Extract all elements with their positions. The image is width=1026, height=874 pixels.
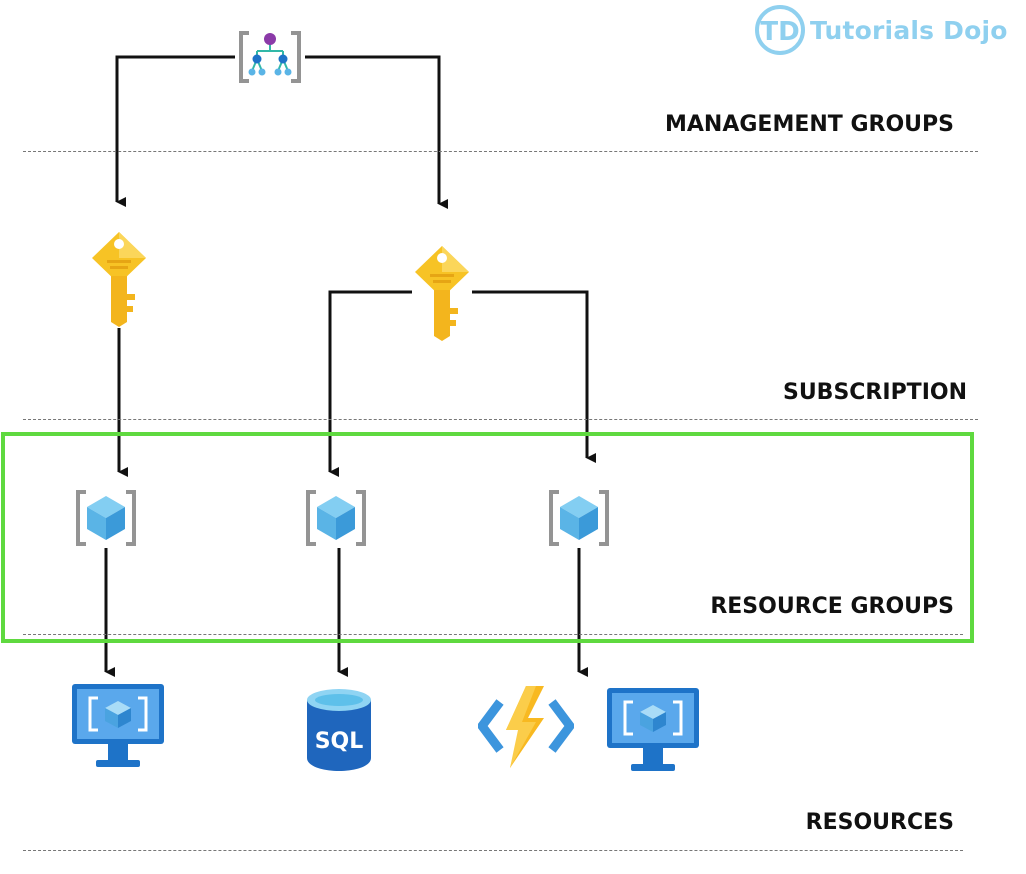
brand-name: Tutorials Dojo — [810, 15, 1008, 45]
tier-label-resources: RESOURCES — [805, 810, 954, 835]
resource-group-icon — [76, 490, 136, 546]
function-app-icon — [478, 686, 574, 768]
tier-label-subscription: SUBSCRIPTION — [782, 380, 967, 405]
connector-mg-to-sub1 — [115, 55, 235, 207]
divider-resources — [23, 850, 963, 851]
connector-sub2-to-rg3 — [472, 290, 596, 463]
brand-badge-icon: TD — [755, 5, 805, 55]
connector-mg-to-sub2 — [305, 55, 448, 209]
resource-group-icon — [549, 490, 609, 546]
resource-groups-frame — [1, 432, 974, 643]
resource-group-icon — [306, 490, 366, 546]
brand-badge-text: TD — [760, 17, 799, 47]
divider-management-groups — [23, 151, 978, 152]
brand-logo: TD Tutorials Dojo — [754, 4, 1008, 56]
virtual-machine-icon — [72, 684, 164, 767]
divider-subscription — [23, 419, 978, 420]
sql-database-icon: SQL — [307, 689, 371, 771]
subscription-key-icon — [415, 246, 469, 341]
subscription-key-icon — [92, 232, 146, 327]
divider-resource-groups — [23, 634, 963, 635]
management-group-icon — [239, 31, 301, 83]
tier-label-management-groups: MANAGEMENT GROUPS — [665, 112, 954, 137]
virtual-machine-icon — [607, 688, 699, 771]
sql-label: SQL — [315, 729, 364, 754]
tier-label-resource-groups: RESOURCE GROUPS — [710, 594, 954, 619]
connector-sub2-to-rg2 — [328, 290, 412, 477]
